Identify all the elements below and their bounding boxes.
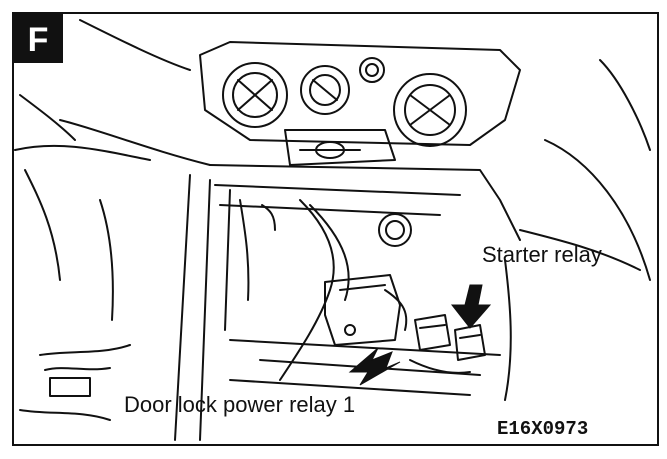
- vent-center: [300, 65, 350, 115]
- starter-relay-arrow: [450, 284, 492, 329]
- vent-left: [222, 62, 288, 128]
- panel-letter: F: [28, 21, 49, 59]
- door-lock-relay-label: Door lock power relay 1: [124, 392, 355, 417]
- starter-relay-label: Starter relay: [482, 242, 602, 267]
- vent-knob-small: [359, 57, 385, 83]
- diagram-border: [12, 12, 659, 446]
- vent-right: [393, 73, 467, 147]
- panel-letter-badge: F: [13, 13, 63, 63]
- panel-letter-box: [13, 13, 63, 63]
- figure-code: E16X0973: [497, 418, 588, 440]
- door-lock-relay-arrow: [348, 347, 401, 386]
- dashboard-illustration: [14, 19, 651, 441]
